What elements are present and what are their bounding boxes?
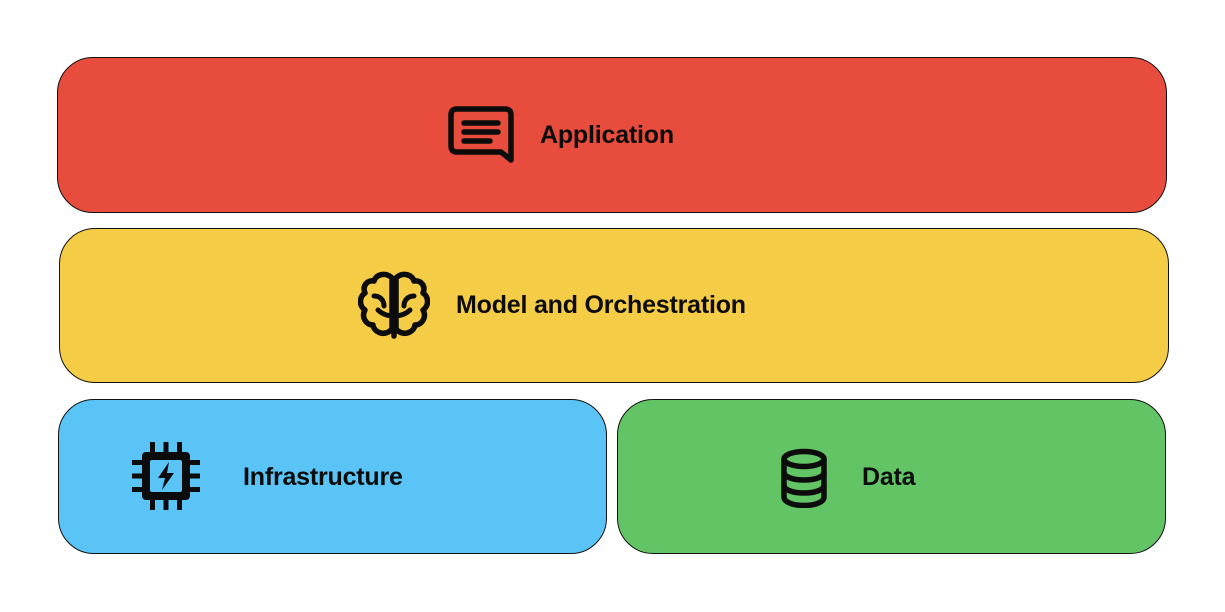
application-layer [57,57,1167,213]
chat-bubble-icon [448,106,514,163]
cpu-chip-bolt-icon [132,442,200,510]
model-orchestration-label: Model and Orchestration [456,291,746,319]
application-label: Application [540,121,674,149]
model-orchestration-layer [59,228,1169,383]
brain-icon [358,271,430,339]
infrastructure-label: Infrastructure [243,463,403,491]
data-label: Data [862,463,916,491]
data-layer [617,399,1166,554]
database-icon [781,448,827,508]
